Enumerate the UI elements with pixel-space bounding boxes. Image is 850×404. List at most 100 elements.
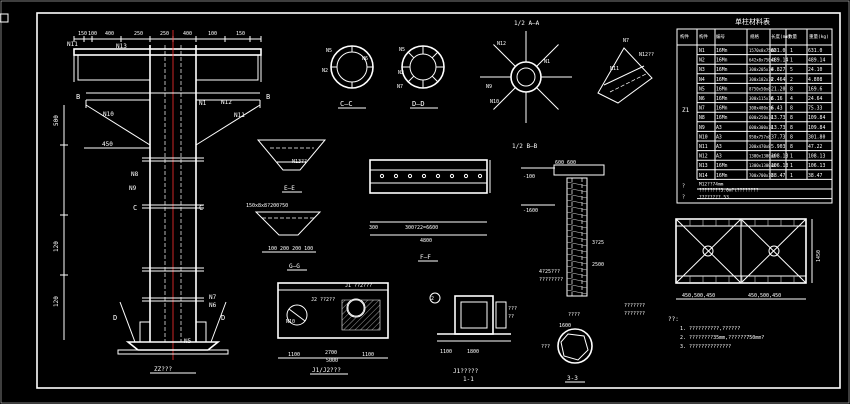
svg-text:J2 ??2??: J2 ??2?? [311, 297, 335, 303]
table-cell: 631.0 [771, 48, 786, 54]
top-dim-label: 250 [134, 31, 143, 37]
svg-text:-100: -100 [523, 174, 535, 180]
svg-text:????: ???? [568, 312, 580, 318]
pl-right-dim: 1100 [362, 352, 374, 358]
table-cell: 600x300x10 [749, 125, 774, 130]
table-cell: 1 [790, 48, 793, 54]
label-b-right: B [266, 93, 270, 101]
plan-j2-title: J1????? [453, 368, 479, 375]
table-cell: 16Mn [716, 96, 728, 102]
label-n5: N5 [184, 338, 192, 345]
table-cell: A3 [716, 154, 722, 160]
table-cell: N2 [699, 58, 705, 64]
table-cell: 8 [790, 106, 793, 112]
section-1-1: 2 ??? ?? 1800 1100 J1????? 1-1 [429, 292, 517, 383]
table-cell: N10 [699, 134, 708, 140]
table-cell: 16Mn [716, 106, 728, 112]
table-cell: A3 [716, 134, 722, 140]
label-c-right: C [199, 204, 203, 212]
note-line-1: 1. ??????????,?????? [680, 326, 740, 332]
svg-text:N7: N7 [623, 38, 629, 44]
table-cell: 106.13 [771, 163, 788, 169]
table-cell: 8 [790, 144, 793, 150]
table-cell: 16Mn [716, 48, 728, 54]
label-d-right: D [221, 314, 225, 322]
table-cell: 300x115x10 [749, 96, 774, 101]
drawing-frame [36, 12, 841, 389]
table-cell: 108.13 [771, 154, 788, 160]
top-dim-label: 100 [208, 31, 217, 37]
rebar-note: ???????? [539, 277, 563, 283]
note-line-3: 3. ?????????????? [680, 344, 731, 350]
svg-text:N10: N10 [286, 319, 295, 325]
svg-text:???????: ??????? [624, 303, 645, 309]
table-group-label: Z1 [682, 107, 690, 114]
table-header-cell: 编号 [716, 33, 725, 40]
svg-text:1600: 1600 [559, 323, 571, 329]
section-dd-title: D—D [412, 100, 425, 108]
svg-text:N12: N12 [497, 41, 506, 47]
table-header-cell: 规格 [750, 33, 759, 40]
label-n6: N6 [209, 302, 217, 309]
table-cell: 13.73 [771, 115, 786, 121]
svg-text:N2: N2 [398, 70, 404, 76]
rebar-label: 4?25??? [539, 269, 560, 275]
table-cell: 16Mn [716, 58, 728, 64]
table-cell: N5 [699, 86, 705, 92]
section-ff: 300 300?22=6600 4800 F—F [369, 159, 491, 262]
svg-text:N5: N5 [326, 48, 332, 54]
svg-text:2500: 2500 [592, 262, 604, 268]
table-note-marker: ? [682, 183, 685, 189]
table-note: ????????3.0m?t???????? [699, 187, 759, 193]
svg-text:J1 ??2???: J1 ??2??? [345, 283, 372, 289]
label-n8: N8 [131, 171, 139, 178]
table-cell: 642x8x750x1 [749, 58, 776, 63]
table-cell: 24.10 [808, 67, 823, 73]
ff-width-dim: 4800 [420, 238, 432, 244]
top-dim-label: 250 [160, 31, 169, 37]
table-cell: 38.47 [808, 173, 823, 179]
table-cell: 6.16 [771, 96, 783, 102]
table-cell: 4 [790, 96, 793, 102]
table-cell: 8750x50x8 [749, 86, 771, 91]
table-cell: 75.33 [808, 106, 823, 112]
table-cell: 16Mn [716, 173, 728, 179]
section-ff-title: F—F [420, 254, 431, 261]
table-cell: N1 [699, 48, 705, 54]
table-cell: 8 [790, 125, 793, 131]
plan-right: 450,500,450 450,500,450 1450 ??????? ???… [624, 218, 822, 317]
table-cell: 600x250x10 [749, 115, 774, 120]
dim-500: 500 [53, 115, 60, 126]
table-cell: N4 [699, 77, 705, 83]
table-cell: 1570x8x7500 [749, 48, 776, 53]
note-line-2: 2. ????????35mm,??????750mm? [680, 335, 764, 341]
svg-text:???: ??? [541, 344, 550, 350]
svg-text:N1: N1 [544, 59, 550, 65]
table-cell: 301.80 [808, 134, 825, 140]
section-aa-title: 1/2 A—A [514, 20, 540, 27]
section-3-3: 1600 ??? 3-3 [541, 323, 593, 383]
table-cell: N12 [699, 154, 708, 160]
table-cell: 5 [790, 67, 793, 73]
label-n1: N1 [199, 100, 207, 107]
table-cell: 200x470x8 [749, 144, 771, 149]
top-dim-label: 400 [105, 31, 114, 37]
label-n11: N11 [67, 41, 78, 48]
table-cell: 16Mn [716, 67, 728, 73]
ff-left-dim: 300 [369, 225, 378, 231]
table-cell: 16Mn [716, 115, 728, 121]
plan-j1-title: J1/J2??? [312, 367, 341, 374]
pl-top-dim: 1100 [288, 352, 300, 358]
table-cell: 47.22 [808, 144, 823, 150]
notes-block: ??: 1. ??????????,?????? 2. ????????35mm… [668, 316, 764, 350]
corner-marker-icon [0, 13, 9, 23]
label-b-left: B [76, 93, 80, 101]
table-cell: N6 [699, 96, 705, 102]
base-dim: 1800 [467, 349, 479, 355]
table-cell: N11 [699, 144, 708, 150]
label-d-left: D [113, 314, 117, 322]
label-n13: N13 [116, 43, 127, 50]
table-cell: 106.13 [808, 163, 825, 169]
table-cell: 300x205x10 [749, 67, 774, 72]
